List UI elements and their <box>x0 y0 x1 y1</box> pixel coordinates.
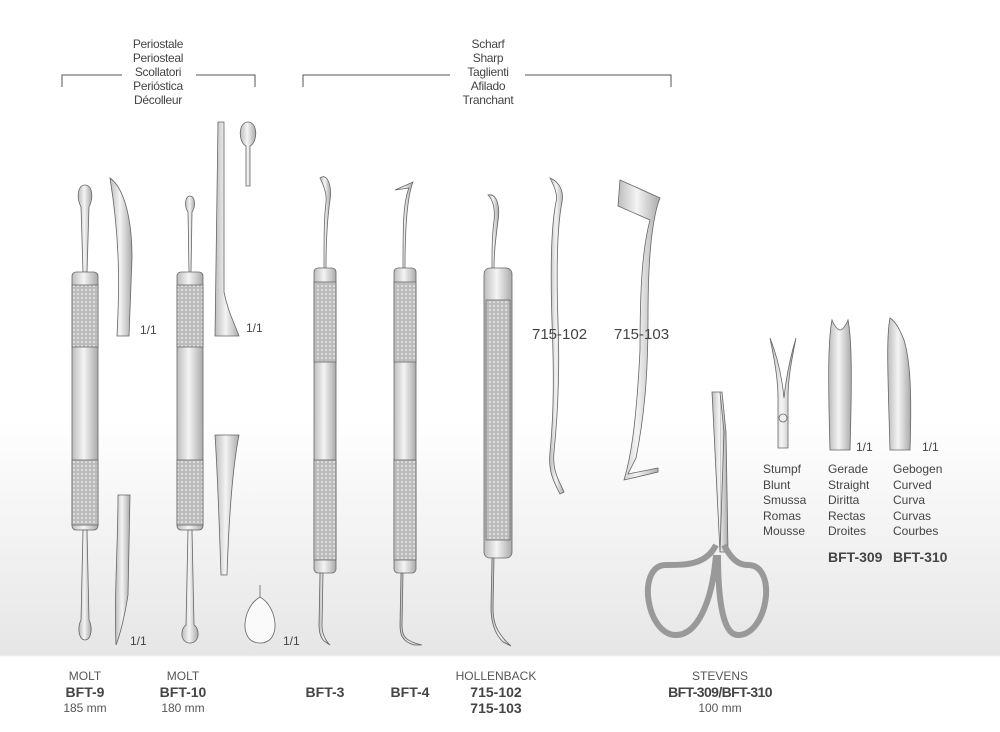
scale-label: 1/1 <box>922 440 939 454</box>
bft-3-instrument <box>313 176 337 646</box>
product-name: MOLT <box>166 669 200 683</box>
straight-label: Gerade Straight Diritta Rectas Droites B… <box>828 462 882 565</box>
product-stevens: STEVENS BFT-309/BFT-310 100 mm <box>650 668 790 716</box>
label-es: Perióstica <box>133 79 183 93</box>
curved-label: Gebogen Curved Curva Curvas Courbes BFT-… <box>893 462 947 565</box>
blunt-scissors-tip <box>769 337 797 449</box>
text: Curvas <box>893 508 932 523</box>
curved-scissors-tip <box>887 317 912 451</box>
text: Curva <box>893 493 926 507</box>
product-bft-10: MOLT BFT-10 180 mm <box>153 668 213 716</box>
product-hollenback: HOLLENBACK 715-102 715-103 <box>446 668 546 716</box>
text: Droites <box>828 524 867 538</box>
label-it: Taglienti <box>467 65 509 79</box>
code-715-103-inline: 715-103 <box>614 326 670 343</box>
text: Mousse <box>763 524 806 538</box>
text: Courbes <box>893 524 939 538</box>
product-code: BFT-9 <box>65 684 105 700</box>
product-name: MOLT <box>68 669 102 683</box>
product-code: 715-102 <box>470 684 522 700</box>
text: Rectas <box>828 508 866 523</box>
715-102-tip <box>549 177 565 495</box>
product-length: 180 mm <box>161 701 205 715</box>
product-code: BFT-309/BFT-310 <box>668 684 772 700</box>
text: Diritta <box>828 493 860 507</box>
code-bft-309: BFT-309 <box>828 548 883 565</box>
scale-label: 1/1 <box>130 634 147 648</box>
text: Smussa <box>763 493 807 507</box>
scharf-group-label: Scharf Sharp Taglienti Afilado Tranchant <box>440 37 536 107</box>
stevens-scissors <box>644 391 770 639</box>
label-de: Scharf <box>471 37 505 51</box>
bft-9-instrument <box>71 177 133 646</box>
label-it: Scollatori <box>134 65 182 79</box>
bft-4-instrument <box>393 181 423 646</box>
product-bft-4: BFT-4 <box>390 684 430 700</box>
text: Curved <box>893 477 932 492</box>
label-en: Sharp <box>472 51 504 65</box>
text: Stumpf <box>763 462 802 476</box>
label-de: Periostale <box>132 37 184 51</box>
product-name: HOLLENBACK <box>455 669 537 683</box>
scale-label: 1/1 <box>246 321 263 335</box>
text: Straight <box>828 477 870 492</box>
hollenback-instrument <box>483 194 513 647</box>
periostale-group-label: Periostale Periosteal Scollatori Perióst… <box>100 37 216 107</box>
715-103-tip <box>617 179 661 481</box>
code-715-102-inline: 715-102 <box>532 326 588 343</box>
scale-label: 1/1 <box>283 634 300 648</box>
product-length: 100 mm <box>698 701 742 715</box>
label-es: Afilado <box>470 79 506 93</box>
bft-10-instrument <box>176 121 276 644</box>
code-bft-310: BFT-310 <box>893 548 948 565</box>
text: Blunt <box>763 477 791 492</box>
blunt-label: Stumpf Blunt Smussa Romas Mousse <box>763 462 806 540</box>
product-length: 185 mm <box>63 701 107 715</box>
product-bft-9: MOLT BFT-9 185 mm <box>55 668 115 716</box>
scale-label: 1/1 <box>856 440 873 454</box>
text: Gerade <box>828 462 869 476</box>
product-name: STEVENS <box>691 669 748 683</box>
label-fr: Décolleur <box>134 93 182 107</box>
text: Gebogen <box>893 462 943 476</box>
product-bft-3: BFT-3 <box>305 684 345 700</box>
group-brackets <box>61 74 672 87</box>
text: Romas <box>763 508 802 523</box>
label-en: Periosteal <box>132 51 184 65</box>
label-fr: Tranchant <box>462 93 514 107</box>
product-code: 715-103 <box>470 700 522 716</box>
straight-scissors-tip <box>828 318 852 451</box>
scale-label: 1/1 <box>140 323 157 337</box>
product-code: BFT-10 <box>159 684 207 700</box>
